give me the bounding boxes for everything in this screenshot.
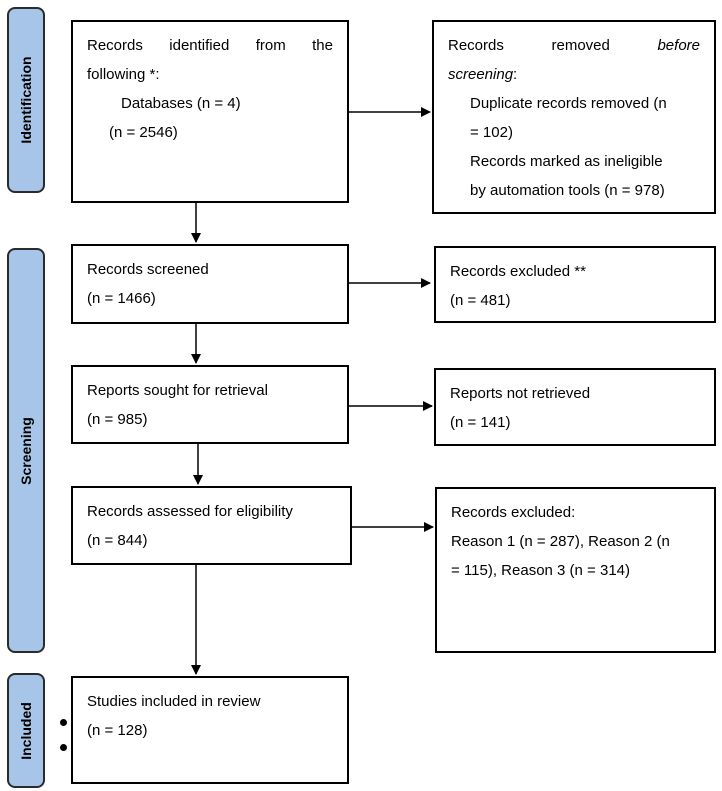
records-identified-line1: Records identified from the	[87, 37, 333, 54]
records-removed-heading: Records removed before	[448, 31, 700, 60]
records-removed-word-records: Records	[448, 37, 504, 54]
assessed-eligibility-count: (n = 844)	[87, 532, 148, 549]
reports-sought-title: Reports sought for retrieval	[87, 382, 268, 399]
records-removed-box: Records removed before screening: Duplic…	[432, 20, 716, 214]
reports-sought-box: Reports sought for retrieval (n = 985)	[71, 365, 349, 444]
records-removed-word-screening: screening	[448, 66, 514, 83]
records-excluded-title: Records excluded **	[450, 263, 586, 280]
bullet-dot-1	[60, 719, 67, 726]
ineligible-line2: by automation tools (n = 978)	[470, 182, 665, 199]
stage-screening: Screening	[7, 248, 45, 653]
reports-not-retrieved-title: Reports not retrieved	[450, 385, 591, 402]
duplicates-removed-line1: Duplicate records removed (n	[470, 95, 667, 112]
excluded-reasons-box: Records excluded: Reason 1 (n = 287), Re…	[435, 487, 716, 653]
excluded-reasons-title: Records excluded:	[451, 504, 576, 521]
records-screened-count: (n = 1466)	[87, 290, 156, 307]
bullet-dot-2	[60, 744, 67, 751]
records-excluded-count: (n = 481)	[450, 292, 511, 309]
records-removed-heading-line2: screening:	[448, 60, 700, 89]
reports-sought-count: (n = 985)	[87, 411, 148, 428]
assessed-eligibility-title: Records assessed for eligibility	[87, 503, 293, 520]
duplicates-removed-line2: = 102)	[470, 124, 513, 141]
studies-included-count: (n = 128)	[87, 722, 148, 739]
records-identified-count: (n = 2546)	[109, 124, 178, 141]
records-excluded-box: Records excluded ** (n = 481)	[434, 246, 716, 323]
excluded-reasons-line2: Reason 1 (n = 287), Reason 2 (n	[451, 533, 670, 550]
records-screened-title: Records screened	[87, 261, 209, 278]
records-screened-box: Records screened (n = 1466)	[71, 244, 349, 324]
records-removed-word-before: before	[657, 37, 701, 54]
records-identified-line2: following *:	[87, 66, 160, 83]
records-removed-colon: :	[513, 66, 518, 83]
studies-included-title: Studies included in review	[87, 693, 261, 710]
records-removed-word-removed: removed	[551, 37, 610, 54]
stage-included: Included	[7, 673, 45, 788]
records-identified-databases: Databases (n = 4)	[121, 95, 241, 112]
reports-not-retrieved-box: Reports not retrieved (n = 141)	[434, 368, 716, 446]
reports-not-retrieved-count: (n = 141)	[450, 414, 511, 431]
excluded-reasons-line3: = 115), Reason 3 (n = 314)	[451, 562, 631, 579]
records-identified-box: Records identified from the following *:…	[71, 20, 349, 203]
ineligible-line1: Records marked as ineligible	[470, 153, 663, 170]
assessed-eligibility-box: Records assessed for eligibility (n = 84…	[71, 486, 352, 565]
studies-included-box: Studies included in review (n = 128)	[71, 676, 349, 784]
stage-identification: Identification	[7, 7, 45, 193]
